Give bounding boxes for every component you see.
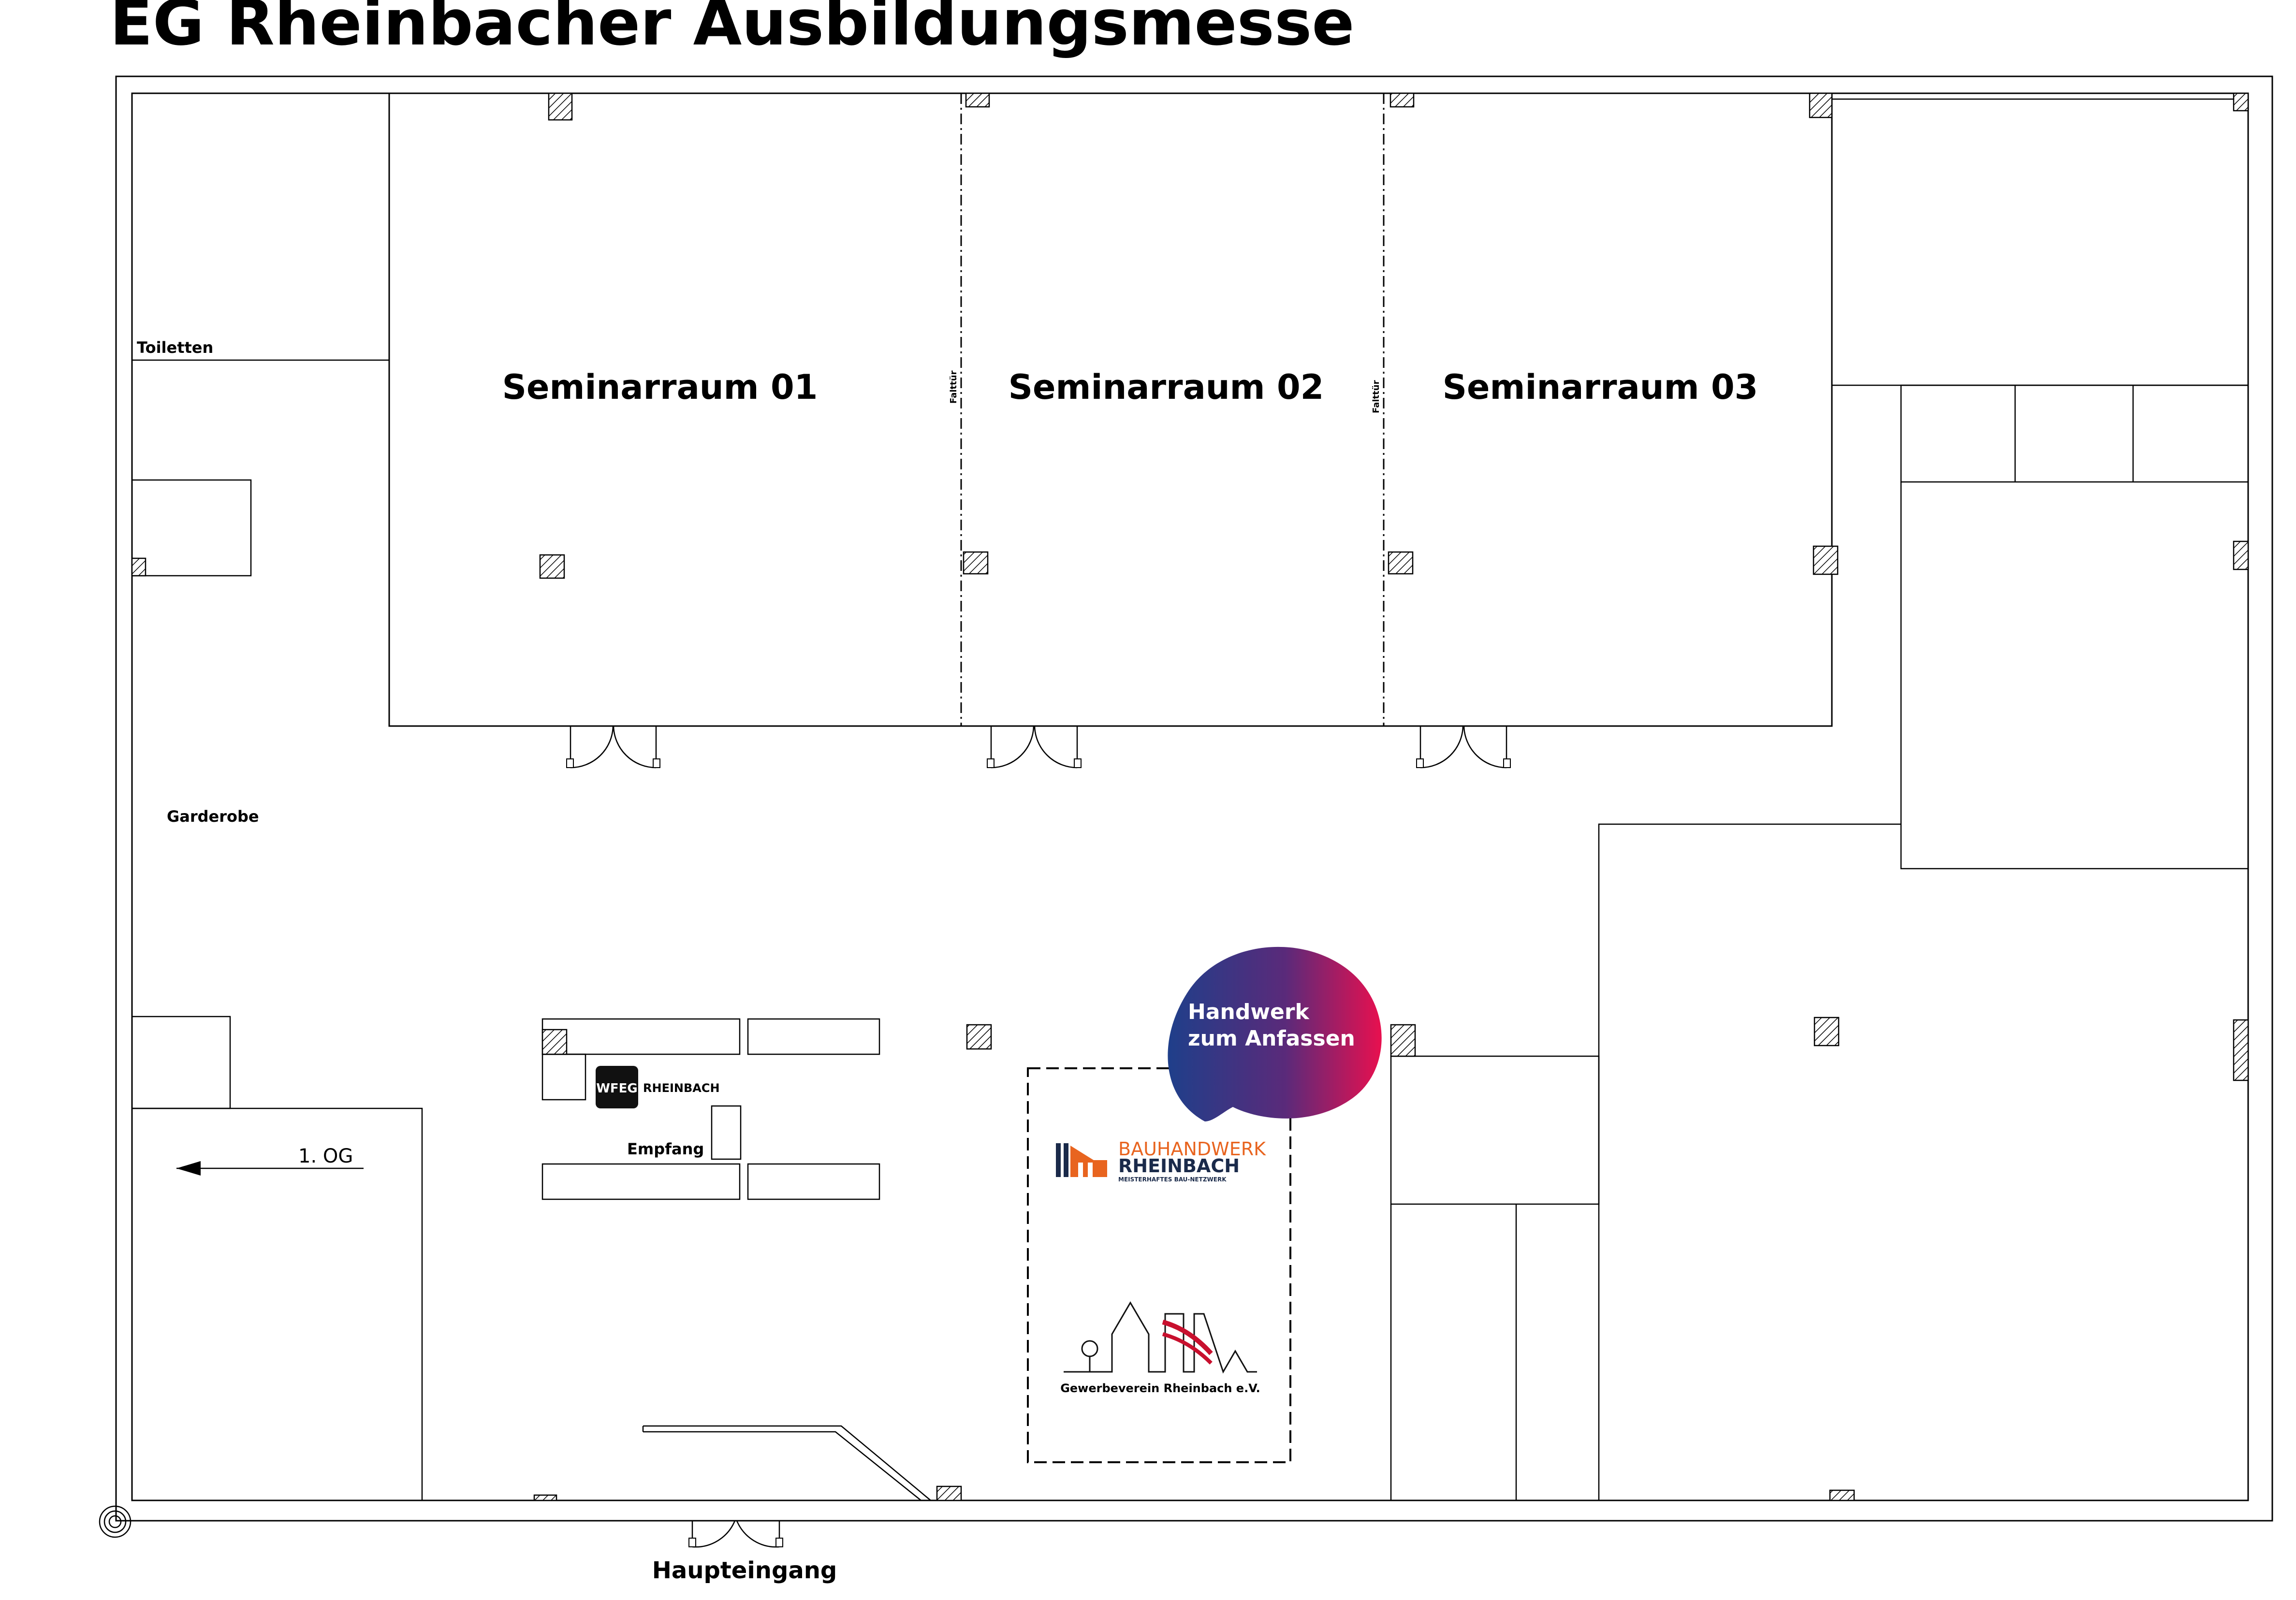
callout-line-1: Handwerk xyxy=(1188,1000,1310,1024)
page-title: EG Rheinbacher Ausbildungsmesse xyxy=(110,0,1354,59)
seminar-doors xyxy=(566,726,1511,769)
bauhandwerk-logo: BAUHANDWERK RHEINBACH MEISTERHAFTES BAU-… xyxy=(1056,1138,1266,1183)
main-entrance-door xyxy=(688,1520,783,1548)
room-label-seminar-03: Seminarraum 03 xyxy=(1443,367,1758,407)
gewerbeverein-name: Gewerbeverein Rheinbach e.V. xyxy=(1060,1382,1260,1395)
gewerbeverein-logo: Gewerbeverein Rheinbach e.V. xyxy=(1060,1301,1260,1395)
columns xyxy=(131,92,2249,1501)
exhibition-booth xyxy=(1027,1067,1291,1463)
room-label-wardrobe: Garderobe xyxy=(167,807,259,826)
room-label-seminar-02: Seminarraum 02 xyxy=(1009,367,1324,407)
wfeg-logo: WFEG RHEINBACH xyxy=(596,1066,720,1108)
bauhandwerk-tagline: MEISTERHAFTES BAU-NETZWERK xyxy=(1118,1176,1227,1183)
bauhandwerk-line-1: BAUHANDWERK xyxy=(1118,1138,1266,1160)
seminar-block: Falttür Falttür xyxy=(388,92,1833,727)
room-label-main-entrance: Haupteingang xyxy=(652,1557,837,1584)
corner-marker-icon xyxy=(99,1505,132,1538)
door-seminar-02 xyxy=(987,726,1082,769)
main-entrance-ramp xyxy=(642,1425,931,1501)
wfeg-badge: WFEG xyxy=(596,1081,638,1096)
stair-area: 1. OG xyxy=(131,1016,423,1500)
room-label-seminar-01: Seminarraum 01 xyxy=(502,367,818,407)
wfeg-text: RHEINBACH xyxy=(643,1081,720,1095)
callout-handwerk: Handwerk zum Anfassen xyxy=(1168,946,1382,1121)
room-label-reception: Empfang xyxy=(627,1140,704,1158)
door-seminar-03 xyxy=(1416,726,1511,769)
faltdoor-label-2: Falttür xyxy=(1371,380,1381,413)
upper-floor-label: 1. OG xyxy=(298,1145,353,1167)
toilet-area: Toiletten xyxy=(131,338,389,577)
bauhandwerk-line-2: RHEINBACH xyxy=(1118,1155,1240,1177)
reception-desk: Empfang xyxy=(541,1018,880,1200)
right-wing xyxy=(1390,98,2249,1500)
room-label-toilets: Toiletten xyxy=(137,338,213,357)
inner-wall xyxy=(131,92,2249,1501)
outer-wall xyxy=(115,75,2273,1522)
callout-line-2: zum Anfassen xyxy=(1188,1026,1355,1051)
faltdoor-label-1: Falttür xyxy=(949,370,959,404)
door-seminar-01 xyxy=(566,726,660,769)
